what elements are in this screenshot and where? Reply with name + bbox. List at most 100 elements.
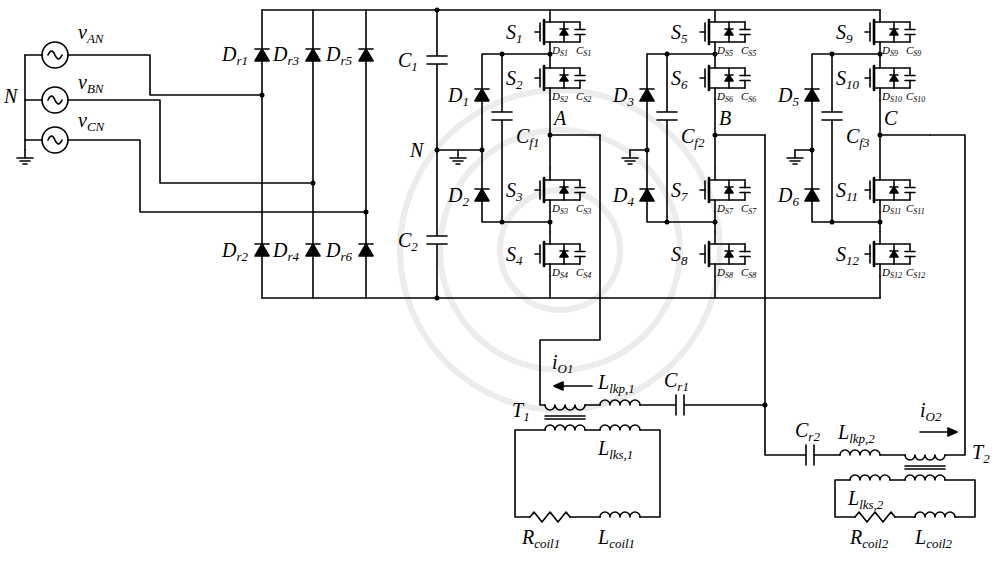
label-subscript: S11	[913, 207, 924, 216]
label-subscript: O2	[926, 409, 942, 424]
component-label: iO1	[552, 350, 573, 381]
component-label: Cf1	[516, 124, 539, 155]
label-subscript: coil2	[926, 536, 952, 551]
label-subscript: 3	[627, 94, 634, 109]
label-main: D	[552, 266, 560, 278]
label-subscript: f2	[694, 135, 704, 150]
pin-label: DS7	[717, 203, 733, 217]
component-label: D5	[778, 83, 799, 114]
pin-label: DS8	[717, 267, 733, 281]
label-subscript: r4	[287, 249, 299, 264]
component-label: C1	[398, 48, 418, 79]
component-label: Dr5	[326, 42, 352, 73]
component-label: D6	[778, 183, 799, 214]
label-subscript: f3	[859, 135, 869, 150]
label-main: D	[552, 44, 560, 56]
label-subscript: 3	[516, 189, 523, 204]
inverter-leg	[475, 10, 930, 298]
component-label: Dr3	[273, 42, 299, 73]
component-label: S2	[506, 66, 523, 97]
label-main: C	[741, 44, 748, 56]
label-subscript: S12	[890, 271, 902, 280]
label-subscript: S7	[748, 207, 756, 216]
label-main: T	[512, 399, 523, 421]
component-label: Rcoil2	[850, 525, 888, 556]
label-subscript: lks,1	[609, 447, 633, 462]
label-subscript: S8	[748, 271, 756, 280]
component-label: Llks,1	[598, 436, 633, 467]
component-label: Dr1	[222, 42, 248, 73]
label-main: L	[598, 526, 609, 548]
label-subscript: O1	[558, 361, 574, 376]
label-subscript: S1	[583, 49, 591, 58]
label-subscript: coil2	[862, 536, 888, 551]
label-main: C	[398, 49, 411, 71]
component-label: Lcoil2	[915, 525, 952, 556]
label-subscript: 8	[681, 253, 688, 268]
label-subscript: r2	[236, 249, 248, 264]
label-main: D	[717, 90, 725, 102]
pin-label: DS11	[882, 203, 901, 217]
label-main: S	[836, 179, 846, 201]
pin-label: DS9	[882, 45, 898, 59]
label-subscript: r5	[340, 53, 352, 68]
label-subscript: coil1	[534, 536, 560, 551]
label-main: S	[671, 243, 681, 265]
label-subscript: 1	[462, 94, 469, 109]
label-main: S	[671, 67, 681, 89]
label-main: C	[906, 266, 913, 278]
label-subscript: S11	[890, 207, 901, 216]
label-main: A	[554, 107, 566, 129]
component-label: Llks,2	[848, 486, 883, 517]
component-label: N	[4, 84, 17, 108]
label-subscript: S12	[913, 271, 925, 280]
label-main: D	[273, 239, 287, 261]
pin-label: DS6	[717, 91, 733, 105]
label-main: L	[848, 487, 859, 509]
component-label: T2	[972, 440, 990, 471]
label-main: N	[410, 139, 423, 161]
component-label: Lcoil1	[598, 525, 635, 556]
pin-label: CS11	[906, 203, 925, 217]
component-label: vCN	[78, 108, 104, 139]
label-main: C	[795, 419, 808, 441]
pin-label: CS6	[741, 91, 756, 105]
pin-label: CS2	[576, 91, 591, 105]
label-main: D	[552, 90, 560, 102]
label-subscript: lks,2	[859, 497, 883, 512]
component-label: vBN	[78, 70, 104, 101]
pin-label: CS10	[906, 91, 925, 105]
label-main: D	[273, 43, 287, 65]
label-main: C	[576, 202, 583, 214]
label-main: C	[741, 90, 748, 102]
label-main: D	[613, 84, 627, 106]
component-label: D2	[448, 183, 469, 214]
label-main: D	[326, 239, 340, 261]
label-main: L	[598, 437, 609, 459]
label-main: D	[222, 43, 236, 65]
pin-label: CS12	[906, 267, 925, 281]
component-label: vAN	[78, 20, 104, 51]
label-subscript: S5	[748, 49, 756, 58]
label-subscript: CN	[87, 119, 104, 134]
label-main: C	[576, 44, 583, 56]
label-subscript: 6	[681, 77, 688, 92]
label-subscript: S3	[560, 207, 568, 216]
label-subscript: S9	[890, 49, 898, 58]
label-subscript: S6	[748, 95, 756, 104]
label-main: L	[598, 371, 609, 393]
label-main: C	[846, 125, 859, 147]
pin-label: DS2	[552, 91, 568, 105]
pin-label: CS8	[741, 267, 756, 281]
label-main: B	[719, 107, 731, 129]
label-main: D	[882, 90, 890, 102]
label-main: D	[448, 84, 462, 106]
component-label: D1	[448, 83, 469, 114]
label-subscript: AN	[87, 31, 104, 46]
pin-label: CS7	[741, 203, 756, 217]
component-label: C2	[398, 228, 418, 259]
label-main: S	[671, 179, 681, 201]
label-main: L	[915, 526, 926, 548]
label-main: S	[506, 243, 516, 265]
label-subscript: S10	[913, 95, 925, 104]
